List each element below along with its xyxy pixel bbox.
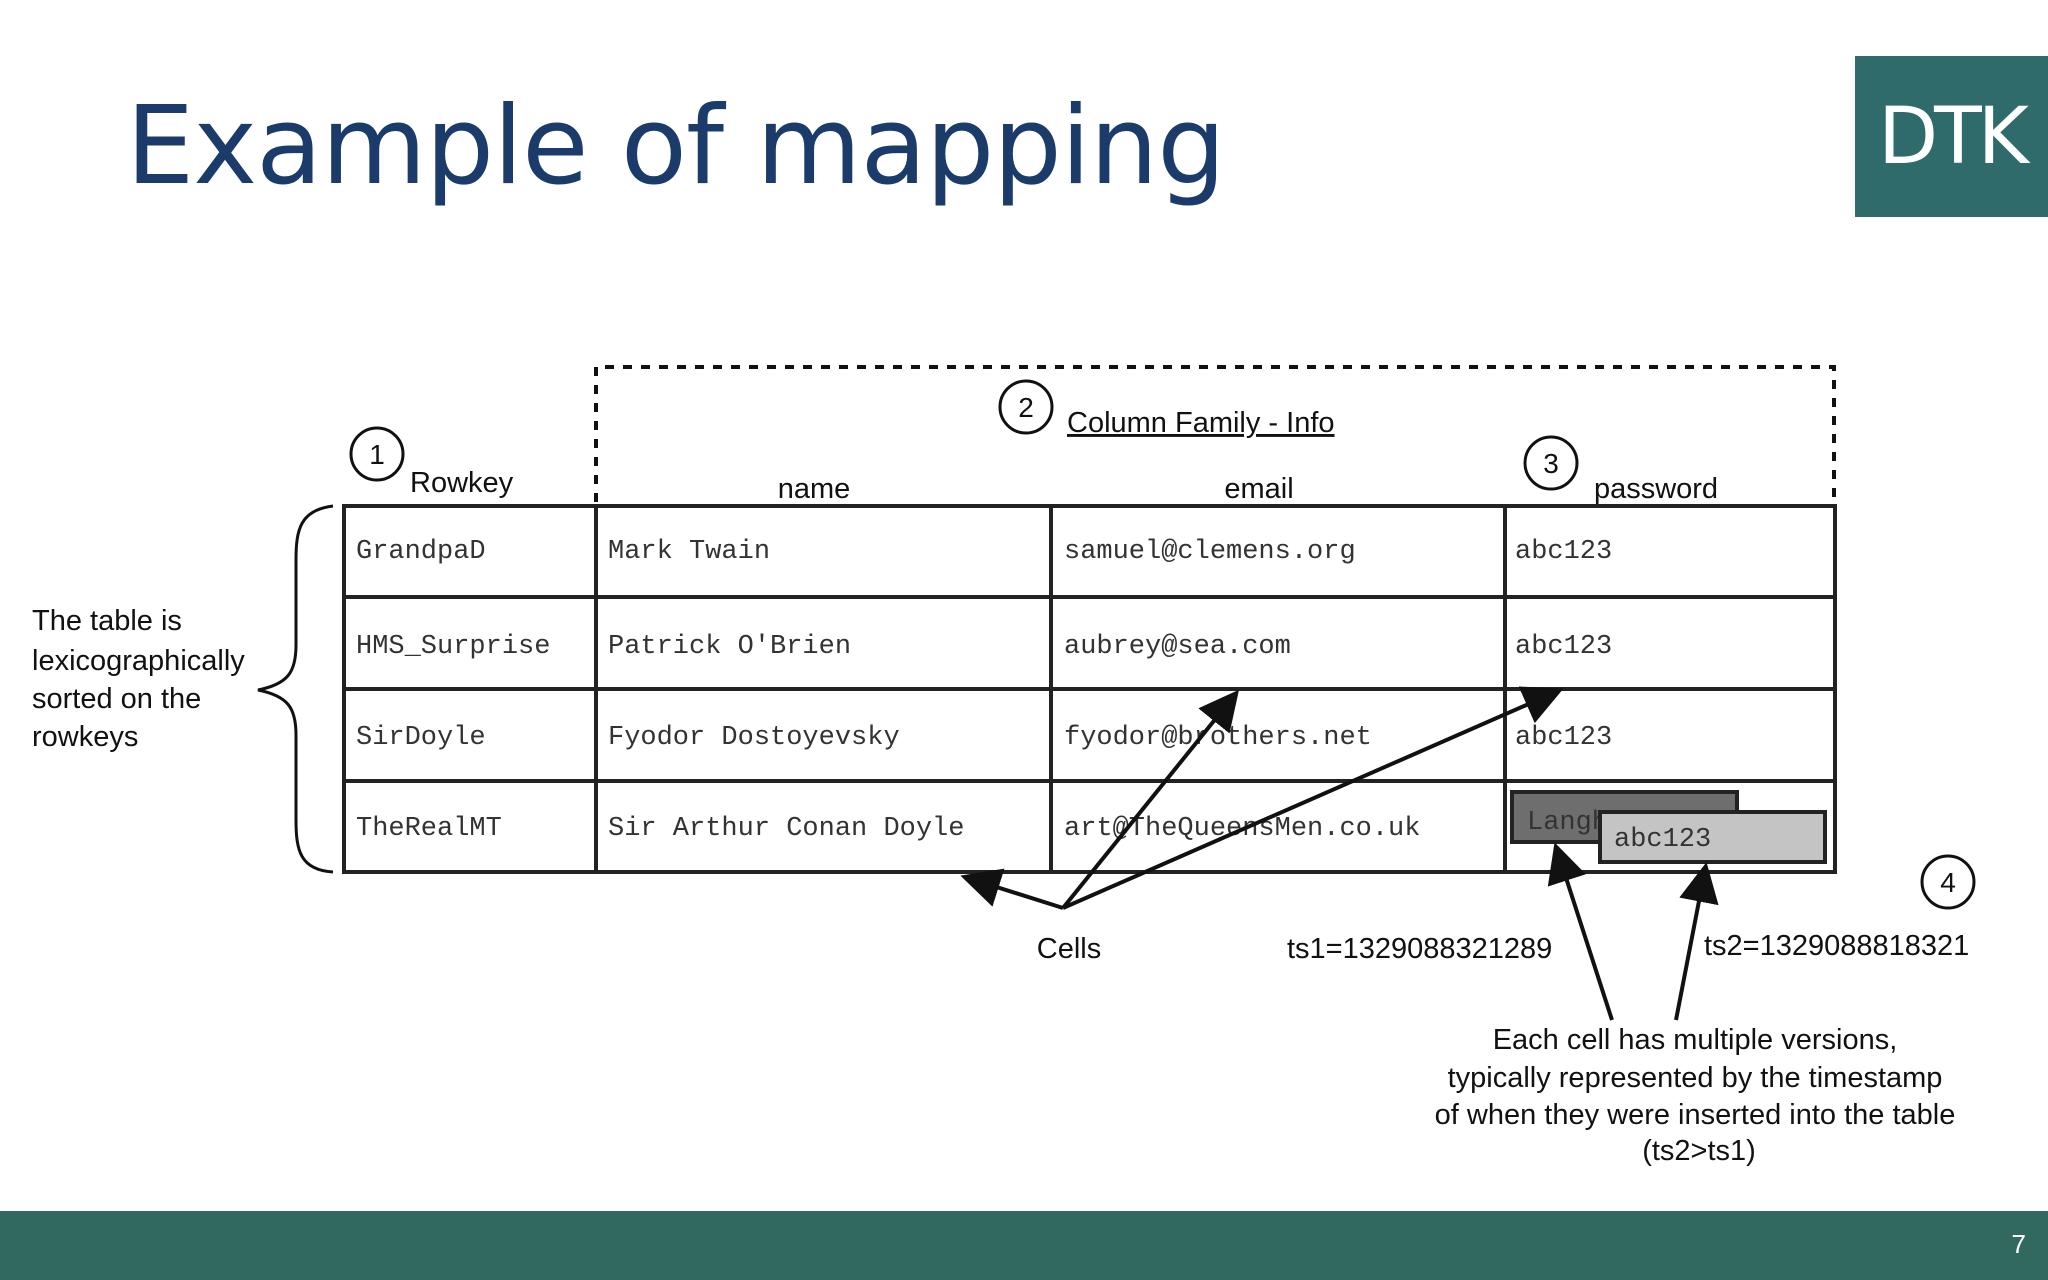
cell-rowkey: TheRealMT: [356, 814, 502, 844]
cell-email: fyodor@brothers.net: [1064, 723, 1372, 753]
svg-text:of when they were inserted int: of when they were inserted into the tabl…: [1435, 1099, 1956, 1131]
page-number: 7: [2011, 1229, 2026, 1259]
dtk-logo: DTK: [1855, 56, 2048, 217]
version-arrows: [1547, 842, 1719, 1021]
hbase-mapping-diagram: 1 2 3 4 Rowkey Column Family - Info name…: [32, 365, 1976, 1167]
cell-name: Fyodor Dostoyevsky: [608, 723, 900, 753]
timestamp-ts1: ts1=1329088321289: [1287, 933, 1552, 965]
cell-version-ts2: abc123: [1598, 810, 1827, 864]
cell-name: Sir Arthur Conan Doyle: [608, 814, 964, 844]
cell-rowkey: GrandpaD: [356, 537, 486, 567]
column-header-email: email: [1224, 473, 1293, 505]
slide-title: Example of mapping: [126, 84, 1226, 209]
svg-text:Each cell has multiple version: Each cell has multiple versions,: [1493, 1024, 1898, 1056]
svg-text:rowkeys: rowkeys: [32, 721, 138, 753]
svg-text:typically represented by the t: typically represented by the timestamp: [1448, 1062, 1943, 1094]
column-header-name: name: [778, 473, 851, 505]
svg-text:(ts2>ts1): (ts2>ts1): [1642, 1135, 1756, 1167]
cell-password: abc123: [1515, 723, 1612, 753]
column-family-label: Column Family - Info: [1067, 407, 1335, 439]
cell-rowkey: HMS_Surprise: [356, 632, 550, 662]
cell-name: Mark Twain: [608, 537, 770, 567]
marker-4: 4: [1920, 854, 1976, 910]
cell-email: aubrey@sea.com: [1064, 632, 1291, 662]
timestamp-ts2: ts2=1329088818321: [1704, 930, 1969, 962]
cells-label: Cells: [1037, 933, 1101, 965]
data-table: [342, 504, 1837, 874]
svg-text:3: 3: [1543, 448, 1559, 479]
cell-name: Patrick O'Brien: [608, 632, 851, 662]
sorted-note: The table is lexicographically sorted on…: [32, 605, 245, 753]
svg-text:2: 2: [1018, 392, 1034, 423]
logo-text: DTK: [1878, 91, 2029, 182]
marker-1: 1: [349, 426, 405, 482]
table-row: TheRealMT Sir Arthur Conan Doyle art@The…: [356, 814, 1420, 844]
table-row: SirDoyle Fyodor Dostoyevsky fyodor@broth…: [356, 723, 1612, 753]
versions-note: Each cell has multiple versions, typical…: [1435, 1024, 1956, 1167]
cell-password: abc123: [1515, 537, 1612, 567]
svg-text:1: 1: [369, 439, 385, 470]
marker-3: 3: [1523, 435, 1579, 491]
svg-text:abc123: abc123: [1614, 825, 1711, 855]
rowkey-header: Rowkey: [410, 467, 514, 499]
marker-2: 2: [998, 379, 1054, 435]
svg-text:sorted on the: sorted on the: [32, 683, 201, 715]
column-header-password: password: [1594, 473, 1718, 505]
cells-arrows: [960, 686, 1564, 910]
cell-password: abc123: [1515, 632, 1612, 662]
table-row: HMS_Surprise Patrick O'Brien aubrey@sea.…: [356, 632, 1612, 662]
footer-bar: 7: [0, 1211, 2048, 1280]
svg-text:4: 4: [1940, 867, 1956, 898]
table-row: GrandpaD Mark Twain samuel@clemens.org a…: [356, 537, 1612, 567]
sorted-rows-brace: [257, 504, 334, 874]
column-family-bracket: [594, 365, 1836, 502]
svg-text:lexicographically: lexicographically: [32, 645, 245, 677]
svg-text:The table is: The table is: [32, 605, 182, 637]
cell-email: samuel@clemens.org: [1064, 537, 1356, 567]
cell-rowkey: SirDoyle: [356, 723, 486, 753]
